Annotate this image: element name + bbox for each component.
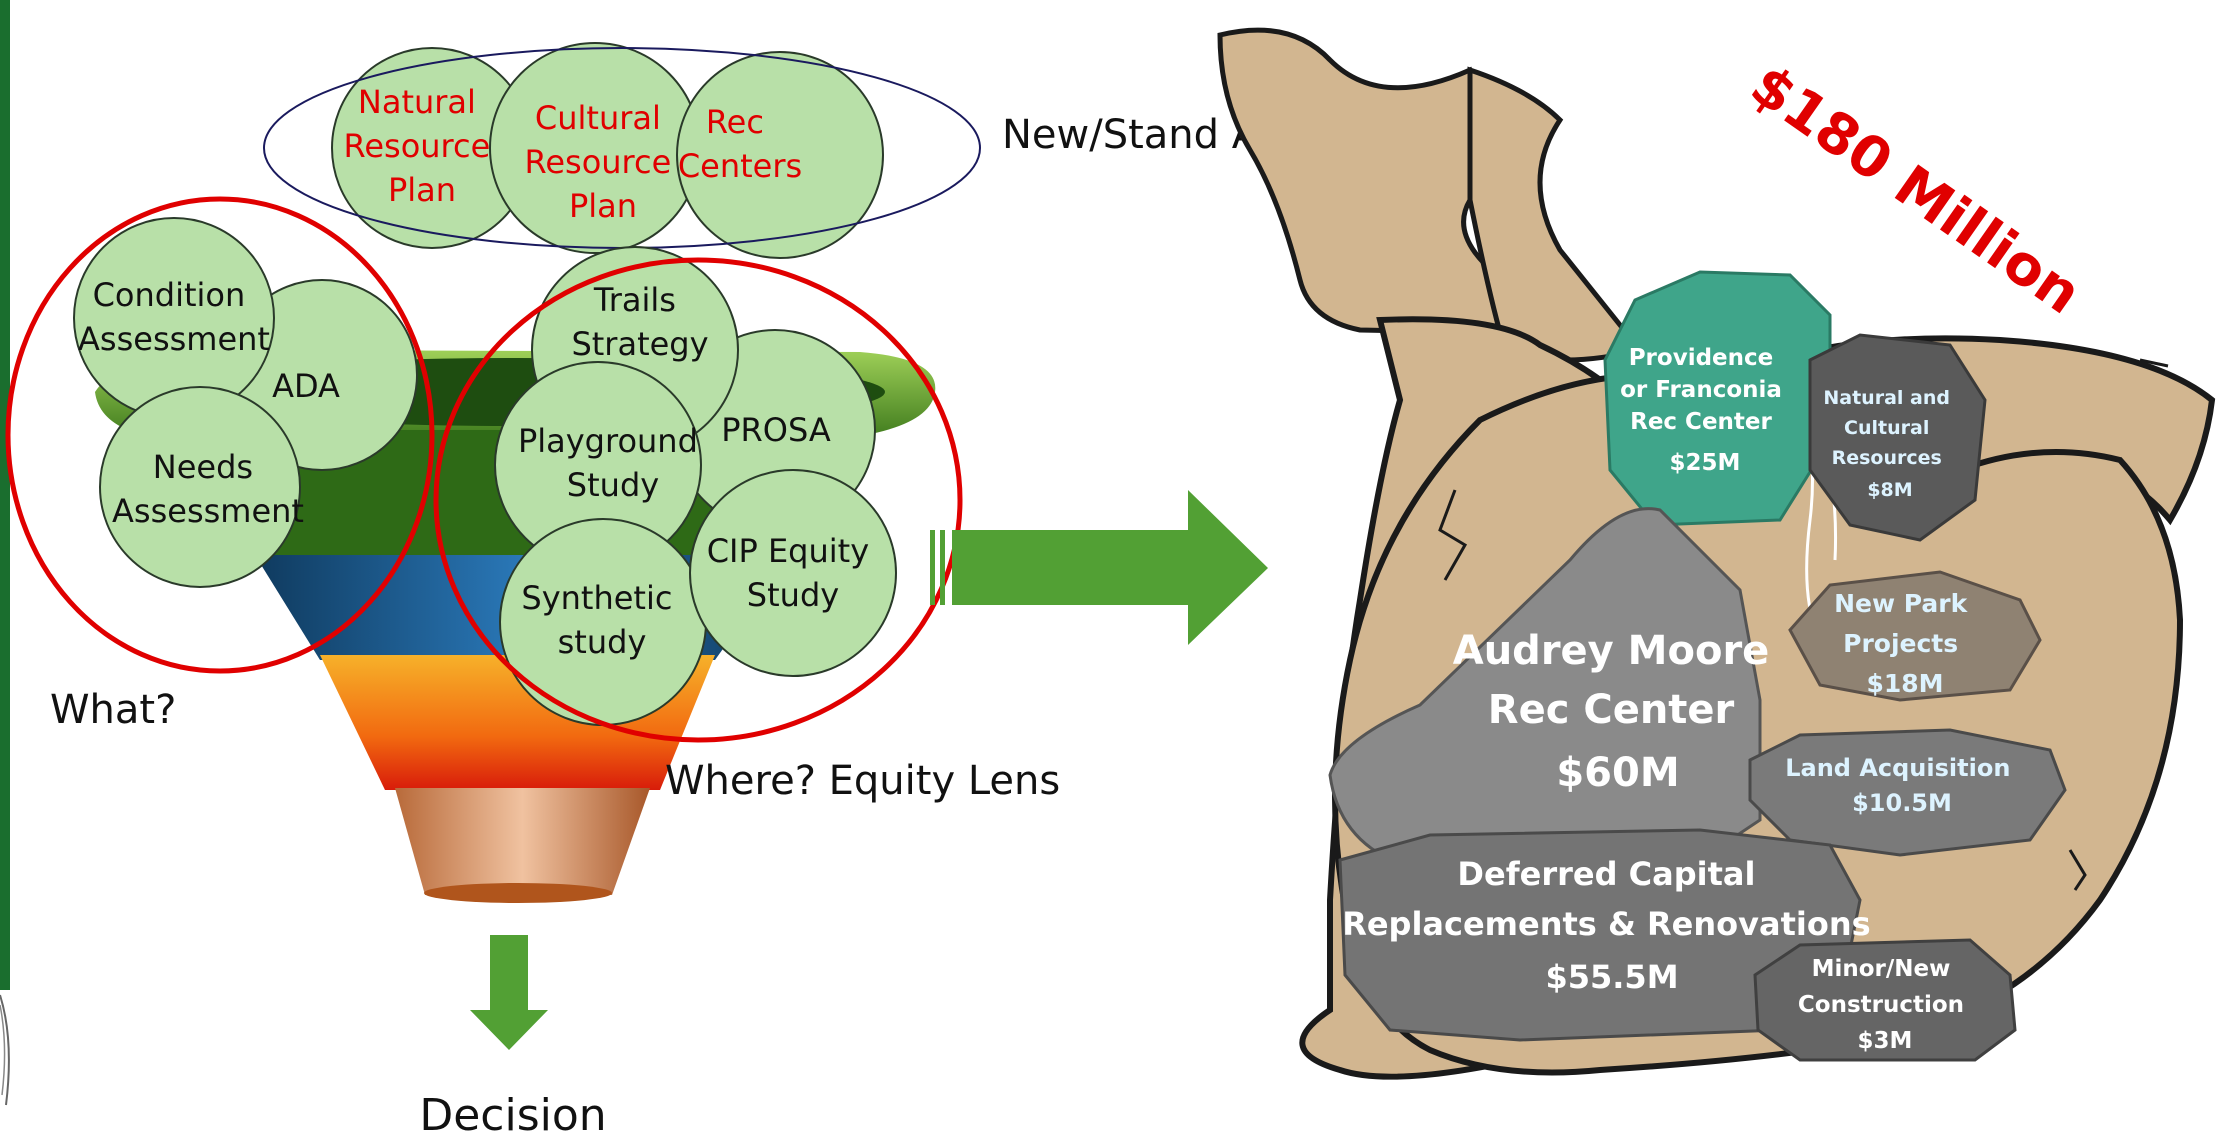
circle-text-needs: Needs Assessment [112, 448, 304, 530]
seal-fragment-inner [0, 1004, 6, 1096]
label-new-park: New Park Projects $18M [1834, 589, 1976, 698]
circle-text-condition: Condition Assessment [78, 276, 270, 358]
label-where-equity-lens: Where? Equity Lens [665, 758, 1060, 804]
circle-text-cultural: Cultural Resource Plan [525, 99, 682, 225]
rock-new-park [1788, 570, 2042, 702]
bag-crease [1438, 489, 1468, 581]
rock-minor-construction [1753, 938, 2017, 1062]
label-deferred-capital: Deferred Capital Replacements & Renovati… [1342, 855, 1882, 996]
circle-synthetic-study [499, 518, 707, 726]
top-circles [331, 42, 884, 259]
left-accent-bar [0, 0, 10, 990]
right-group-outline [433, 257, 963, 743]
rock-natural-cultural [1808, 333, 1987, 542]
label-providence: Providence or Franconia Rec Center $25M [1620, 345, 1790, 476]
label-minor-construction: Minor/New Construction $3M [1798, 956, 1972, 1054]
seal-fragment [0, 994, 10, 1106]
circle-text-ada: ADA [272, 367, 340, 405]
label-audrey-moore: Audrey Moore Rec Center $60M [1453, 628, 1783, 796]
circle-cip-equity-study [689, 469, 897, 677]
bag-crease [2068, 849, 2087, 891]
bag-crease [2139, 358, 2169, 368]
left-group-outline [5, 196, 435, 674]
funnel-tip [395, 788, 650, 895]
rock-land-acquisition [1748, 728, 2067, 857]
circle-text-natural: Natural Resource Plan [344, 83, 501, 209]
label-natural-cultural: Natural and Cultural Resources $8M [1823, 387, 1956, 501]
label-what: What? [50, 687, 176, 733]
circle-text-rec: Rec Centers [678, 103, 802, 185]
label-decision: Decision [419, 1090, 606, 1139]
arrow-down [470, 935, 548, 1050]
circle-text-cip: CIP Equity Study [707, 532, 880, 614]
circle-text-playground: Playground Study [518, 422, 708, 504]
circle-needs-assessment [99, 386, 301, 588]
circle-condition-assessment [73, 217, 275, 419]
label-land-acquisition: Land Acquisition $10.5M [1785, 754, 2019, 817]
circle-text-prosa: PROSA [721, 411, 831, 449]
circle-text-synthetic: Synthetic study [521, 579, 682, 661]
circle-text-trails: Trails Strategy [571, 281, 708, 363]
rock-audrey-moore [1328, 507, 1762, 872]
bag-flap [1467, 66, 1645, 363]
funnel-tip-bottom [424, 883, 612, 903]
right-circles [494, 246, 897, 726]
circle-rec-centers [676, 51, 884, 259]
left-circles [73, 217, 418, 588]
arrow-right [930, 490, 1268, 645]
